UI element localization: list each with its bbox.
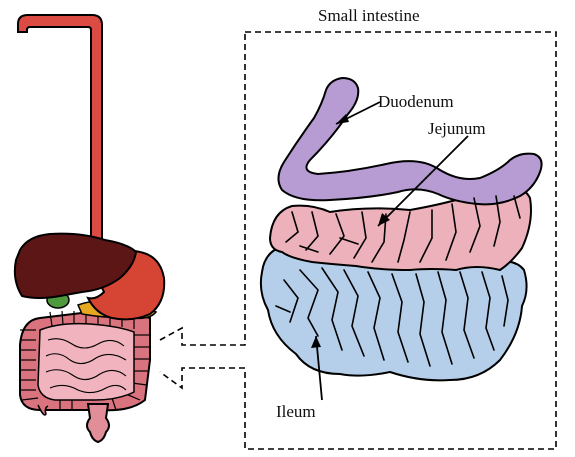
small-intestine-overview <box>38 324 134 400</box>
esophagus <box>18 15 102 262</box>
digestive-system-figure <box>15 15 164 442</box>
small-intestine-detail <box>261 78 542 400</box>
jejunum-label: Jejunum <box>428 119 486 139</box>
rectum <box>87 404 109 442</box>
duodenum-label: Duodenum <box>378 92 454 112</box>
small-intestine-title: Small intestine <box>318 6 420 26</box>
ileum-label: Ileum <box>276 402 316 422</box>
